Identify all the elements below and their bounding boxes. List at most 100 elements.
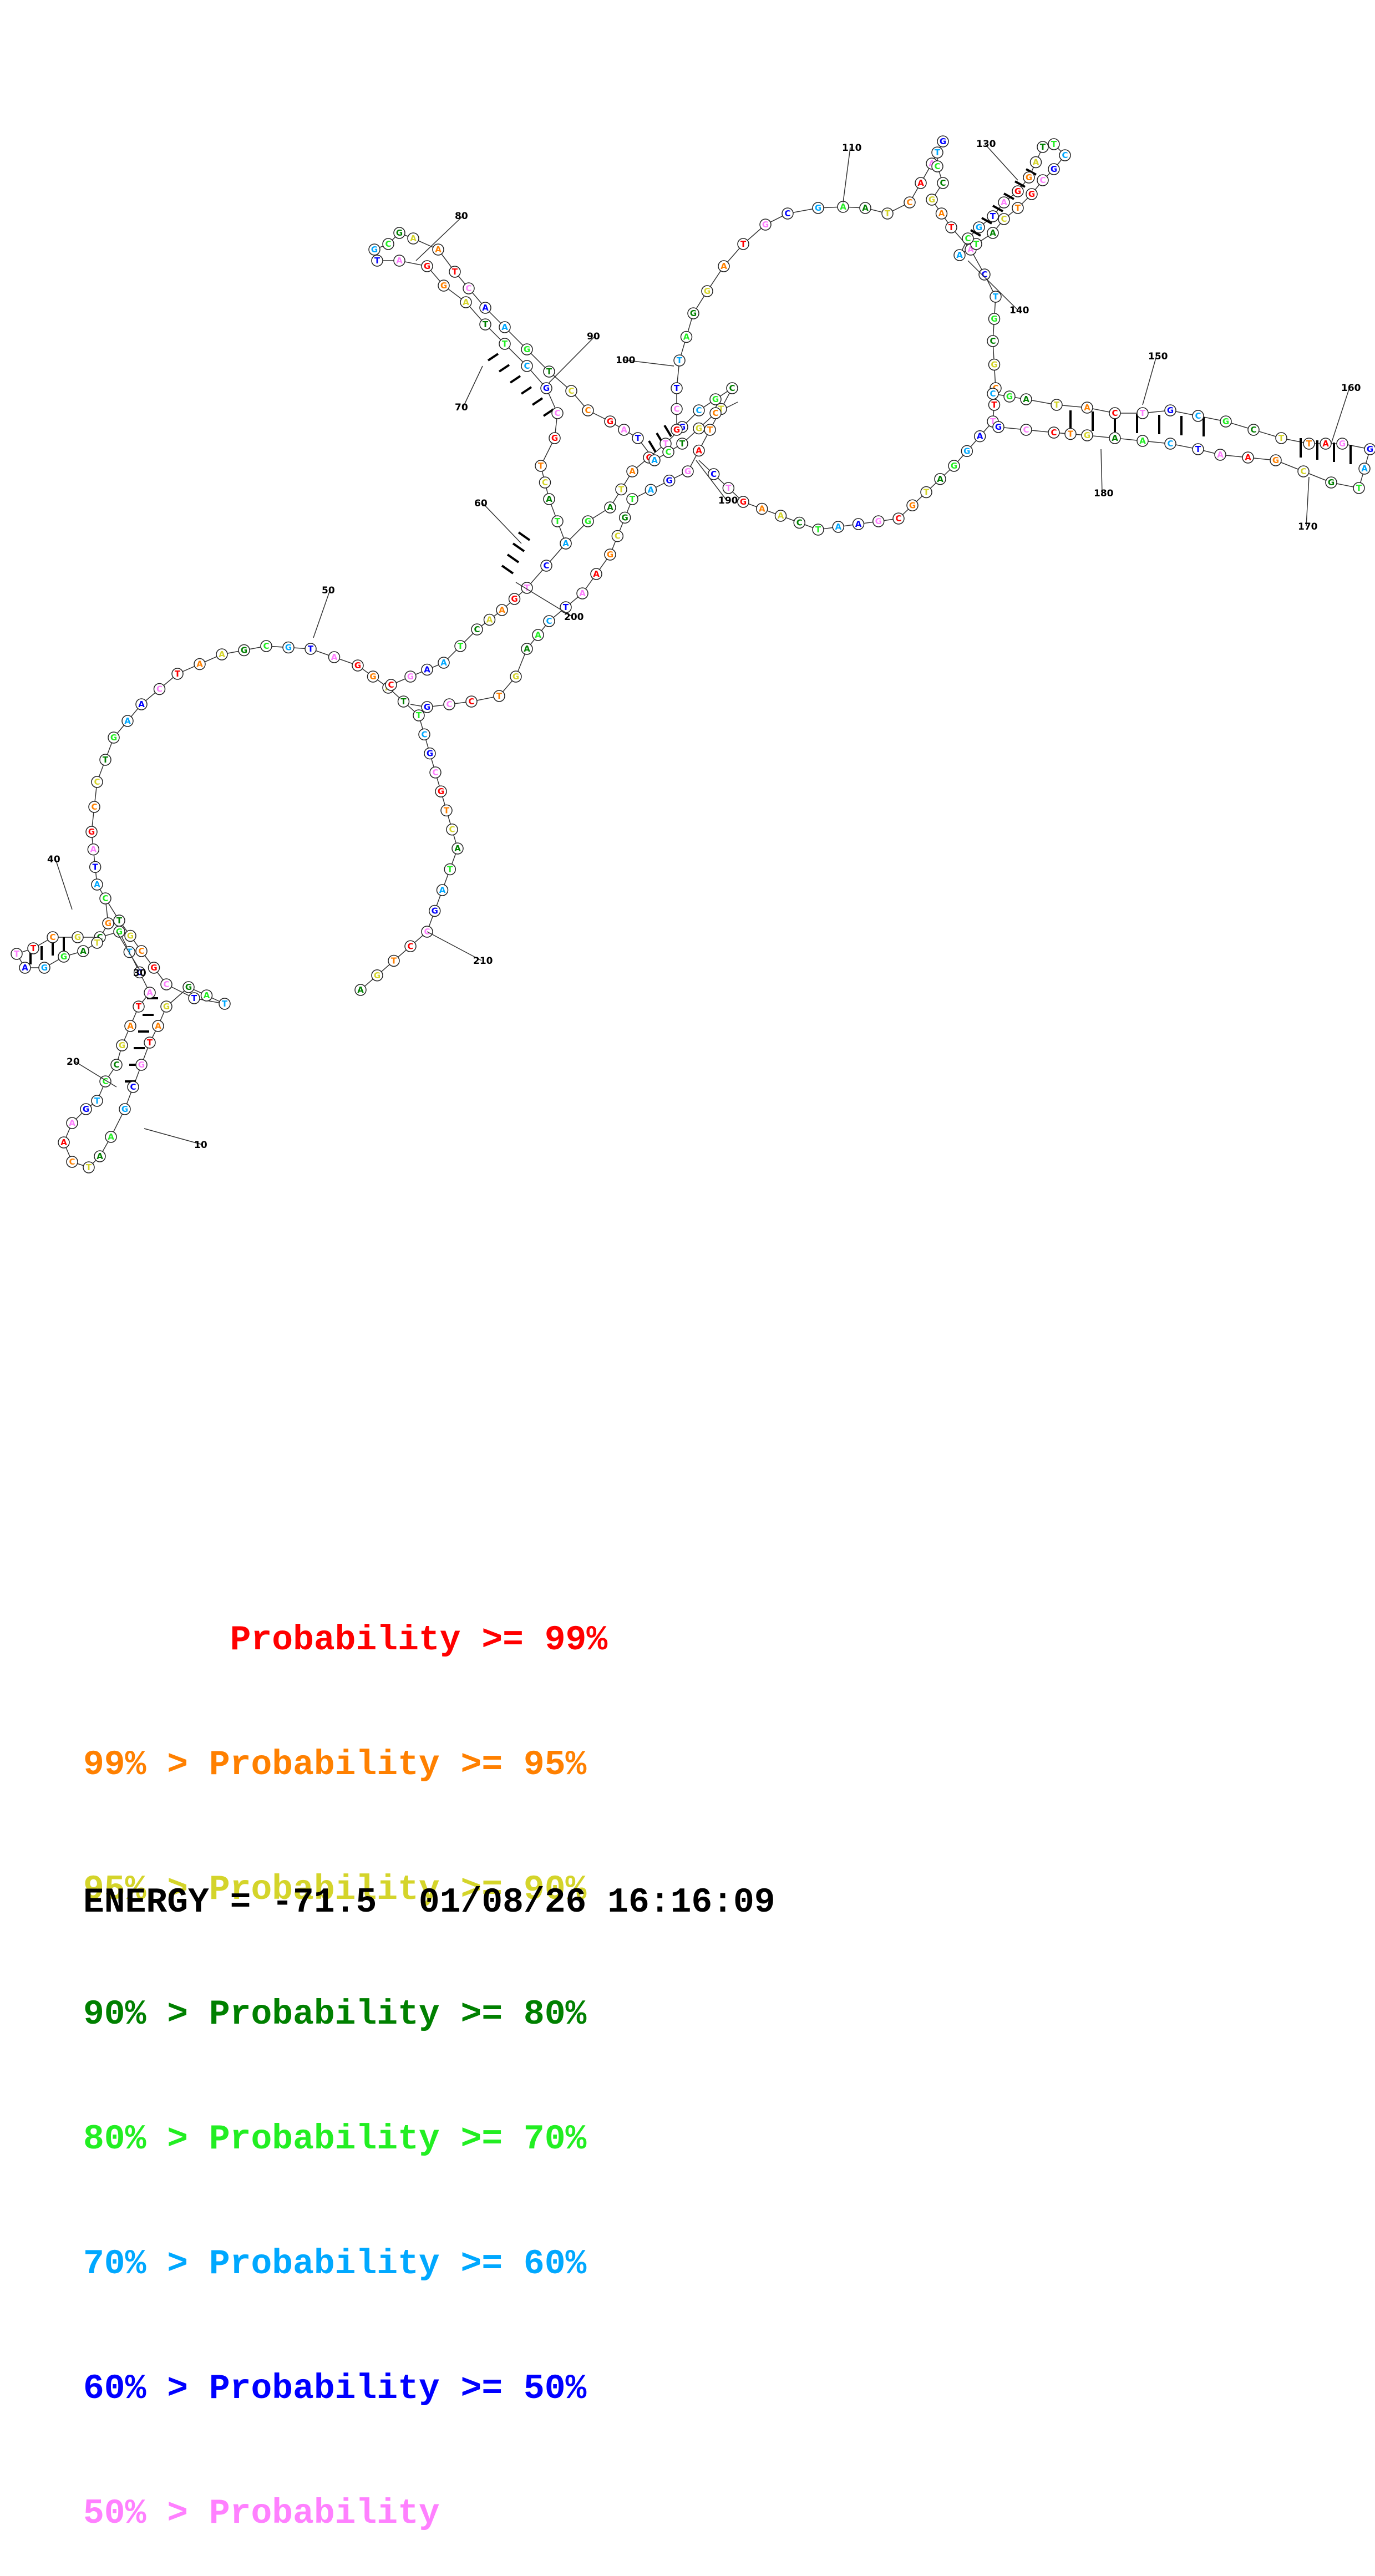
nucleotide: C — [382, 238, 394, 250]
nucleotide: A — [1109, 432, 1121, 444]
legend-label: Probability >= 60% — [209, 2244, 587, 2284]
svg-text:A: A — [683, 332, 690, 342]
nucleotide: A — [852, 518, 865, 530]
svg-text:G: G — [928, 195, 935, 205]
nucleotide: A — [460, 296, 472, 308]
svg-text:T: T — [948, 222, 955, 232]
svg-text:C: C — [49, 932, 55, 942]
svg-text:T: T — [483, 319, 489, 329]
svg-text:G: G — [524, 344, 530, 354]
legend-row-60: 70% > Probability >= 60% — [83, 2243, 607, 2285]
nucleotide: G — [948, 460, 960, 472]
nucleotide: G — [124, 929, 136, 942]
svg-text:G: G — [976, 222, 982, 232]
svg-text:C: C — [97, 932, 103, 942]
nucleotide: C — [99, 892, 111, 905]
svg-text:T: T — [1015, 203, 1021, 213]
svg-text:C: C — [990, 389, 996, 399]
nucleotide: G — [58, 951, 70, 963]
nucleotide: A — [200, 989, 213, 1002]
nucleotide: C — [404, 940, 417, 952]
svg-text:T: T — [1054, 400, 1060, 410]
svg-text:T: T — [116, 916, 123, 926]
nucleotide: A — [953, 249, 966, 261]
svg-text:C: C — [543, 561, 549, 571]
base-pair — [648, 440, 657, 453]
svg-text:A: A — [396, 256, 403, 266]
nucleotide: C — [987, 335, 999, 347]
svg-text:T: T — [1356, 483, 1362, 493]
svg-text:T: T — [885, 209, 891, 219]
svg-text:A: A — [651, 455, 658, 465]
tick-line — [116, 931, 142, 973]
legend-row-70: 80% > Probability >= 70% — [83, 2118, 607, 2160]
tick-line — [1142, 355, 1157, 405]
svg-text:A: A — [535, 630, 541, 640]
svg-text:G: G — [991, 360, 997, 370]
nucleotide: G — [709, 393, 722, 405]
svg-text:C: C — [1167, 439, 1173, 449]
svg-text:A: A — [629, 466, 636, 476]
nucleotide: G — [85, 826, 98, 838]
nucleotide: A — [1214, 449, 1226, 461]
svg-text:G: G — [622, 512, 628, 522]
nucleotide: G — [1026, 188, 1038, 200]
nucleotide: A — [935, 207, 948, 220]
svg-text:T: T — [618, 485, 625, 495]
nucleotide: C — [782, 207, 794, 220]
nucleotide: T — [499, 338, 511, 350]
nucleotide: A — [407, 232, 419, 245]
nucleotide: T — [1353, 482, 1365, 494]
nucleotide: G — [1012, 185, 1024, 197]
tick-line — [984, 143, 1018, 181]
svg-text:A: A — [593, 569, 600, 579]
svg-text:A: A — [204, 990, 210, 1000]
svg-text:G: G — [371, 245, 378, 255]
svg-text:C: C — [981, 270, 987, 280]
svg-text:A: A — [938, 209, 945, 219]
svg-text:C: C — [465, 283, 471, 293]
nucleotide: C — [1020, 424, 1032, 436]
nucleotide: G — [988, 358, 1001, 371]
svg-text:A: A — [482, 303, 489, 313]
nucleotide: C — [66, 1156, 78, 1168]
nucleotide: C — [693, 404, 705, 416]
tick-line — [1331, 387, 1350, 444]
svg-text:G: G — [712, 394, 719, 404]
svg-text:T: T — [635, 433, 641, 443]
nucleotide: G — [1364, 443, 1375, 455]
base-pair — [509, 375, 521, 384]
nucleotide: T — [413, 709, 425, 722]
svg-text:A: A — [562, 538, 569, 548]
svg-text:G: G — [991, 314, 997, 324]
svg-text:G: G — [513, 672, 519, 682]
nucleotide: A — [499, 321, 511, 333]
nucleotide: G — [1164, 404, 1176, 416]
svg-text:T: T — [222, 999, 228, 1009]
nucleotide: A — [973, 430, 986, 443]
svg-text:T: T — [677, 355, 683, 365]
nucleotide: A — [479, 302, 491, 314]
svg-text:A: A — [937, 474, 943, 484]
svg-text:A: A — [155, 1021, 161, 1031]
svg-text:T: T — [191, 993, 197, 1003]
nucleotide: A — [859, 202, 871, 214]
svg-text:A: A — [759, 504, 765, 514]
svg-text:C: C — [729, 383, 735, 393]
nucleotide: A — [58, 1136, 70, 1149]
svg-text:T: T — [815, 525, 821, 535]
legend-prefix: 70% > — [83, 2244, 209, 2284]
base-pair — [1014, 180, 1026, 188]
nucleotide: T — [535, 460, 547, 472]
nucleotide: G — [80, 1103, 92, 1115]
backbone-segment — [16, 646, 458, 1168]
nucleotide: A — [87, 843, 100, 856]
svg-text:T: T — [86, 1162, 92, 1172]
svg-text:C: C — [906, 197, 912, 207]
legend-row-80: 90% > Probability >= 80% — [83, 1994, 607, 2035]
nucleotide: G — [582, 515, 594, 527]
svg-text:C: C — [784, 209, 790, 219]
nucleotide: A — [987, 227, 999, 239]
nucleotide: T — [990, 291, 1002, 303]
nucleotide: C — [937, 177, 949, 189]
